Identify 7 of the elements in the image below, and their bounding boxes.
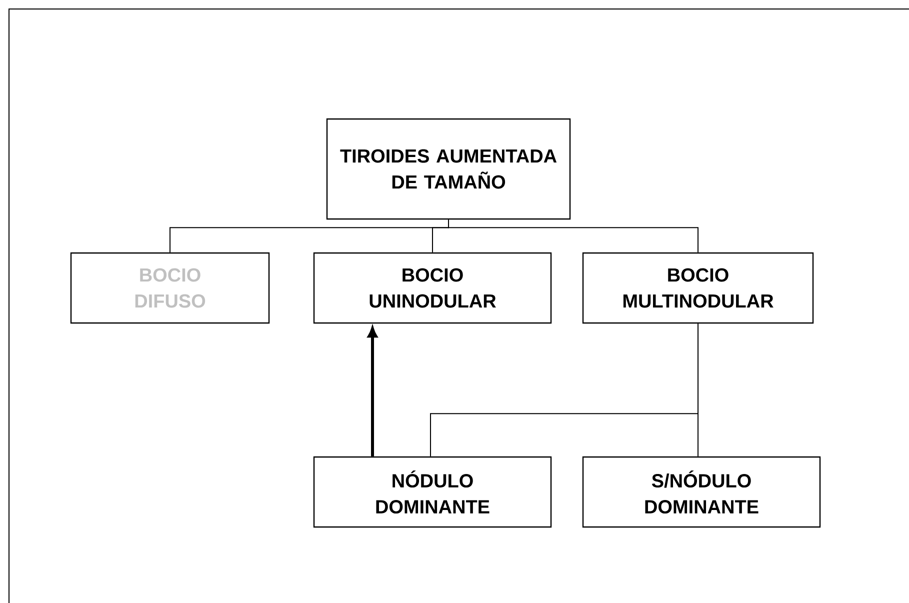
process-box: BOCIO UNINODULAR [313, 252, 552, 324]
process-box: S/NÓDULO DOMINANTE [582, 456, 821, 528]
process-box: BOCIO MULTINODULAR [582, 252, 814, 324]
connector-line [448, 219, 698, 253]
process-box: NÓDULO DOMINANTE [313, 456, 552, 528]
process-box: BOCIO DIFUSO [70, 252, 270, 324]
process-box: TIROIDES AUMENTADA DE TAMAÑO [326, 118, 571, 220]
